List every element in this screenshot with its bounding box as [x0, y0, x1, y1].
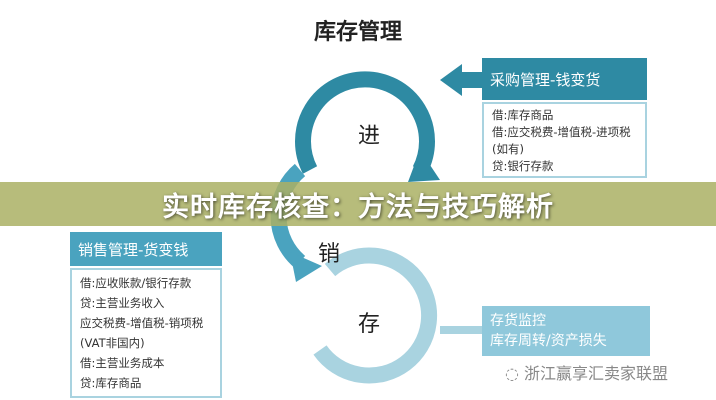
- purchase-box: 借:库存商品 借:应交税费-增值税-进项税 (如有) 贷:银行存款: [482, 102, 647, 178]
- sales-box: 借:应收账款/银行存款 贷:主营业务收入 应交税费-增值税-销项税 (VAT非国…: [70, 268, 222, 398]
- banner-text: 实时库存核查：方法与技巧解析: [162, 191, 554, 223]
- sales-header: 销售管理-货变钱: [70, 232, 222, 266]
- arrow-stock-arc: [313, 247, 438, 384]
- sales-line: (VAT非国内): [80, 336, 145, 350]
- arrow-in-head: [408, 150, 440, 182]
- label-stock: 存: [358, 312, 381, 337]
- inventory-box: 存货监控 库存周转/资产损失: [482, 306, 650, 356]
- purchase-line: 借:库存商品: [492, 108, 554, 122]
- inventory-line: 存货监控: [490, 313, 546, 329]
- purchase-line: 借:应交税费-增值税-进项税: [492, 125, 631, 139]
- wechat-icon: ◌: [505, 364, 525, 383]
- sales-line: 应交税费-增值税-销项税: [80, 316, 204, 330]
- watermark: ◌ 浙江赢享汇卖家联盟: [505, 360, 668, 384]
- title-banner: 实时库存核查：方法与技巧解析: [0, 182, 716, 226]
- sales-line: 借:应收账款/银行存款: [80, 276, 192, 290]
- purchase-header: 采购管理-钱变货: [482, 58, 647, 100]
- label-sell: 销: [318, 242, 341, 267]
- connector-inventory: [440, 326, 484, 334]
- sales-line: 贷:库存商品: [80, 376, 142, 390]
- purchase-line: 贷:银行存款: [492, 159, 554, 173]
- watermark-text: 浙江赢享汇卖家联盟: [524, 364, 669, 383]
- purchase-line: (如有): [492, 142, 524, 156]
- label-in: 进: [358, 124, 381, 149]
- arrow-in-arc: [295, 71, 435, 174]
- page-title: 库存管理: [313, 20, 402, 45]
- arrow-sell-head: [290, 252, 322, 282]
- sales-line: 贷:主营业务收入: [80, 296, 165, 310]
- sales-line: 借:主营业务成本: [80, 356, 165, 370]
- arrow-purchase: [440, 64, 482, 96]
- inventory-line: 库存周转/资产损失: [490, 333, 607, 349]
